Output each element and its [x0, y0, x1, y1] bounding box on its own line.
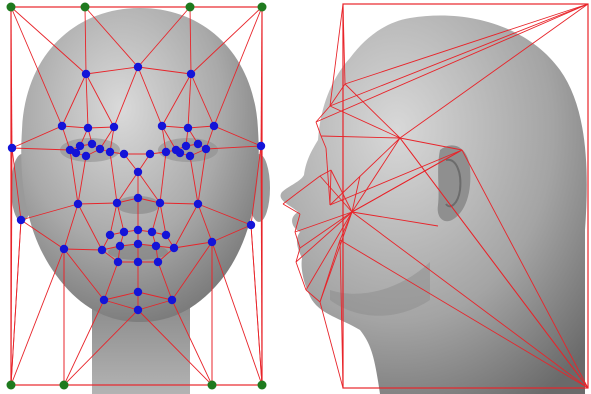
landmark-point: [134, 240, 142, 248]
landmark-point: [8, 144, 16, 152]
landmark-point: [194, 200, 202, 208]
corner-point: [81, 3, 90, 12]
landmark-point: [208, 238, 216, 246]
landmark-point: [158, 122, 166, 130]
landmark-point: [96, 145, 104, 153]
landmark-point: [110, 123, 118, 131]
landmark-point: [113, 199, 121, 207]
landmark-point: [184, 124, 192, 132]
landmark-point: [176, 149, 184, 157]
frontal-panel: [0, 0, 296, 394]
landmark-point: [146, 150, 154, 158]
landmark-point: [210, 122, 218, 130]
landmark-point: [114, 258, 122, 266]
landmark-point: [17, 216, 25, 224]
landmark-point: [182, 142, 190, 150]
landmark-point: [120, 228, 128, 236]
landmark-point: [134, 63, 142, 71]
landmark-point: [152, 242, 160, 250]
landmark-point: [156, 199, 164, 207]
landmark-point: [106, 231, 114, 239]
landmark-point: [162, 148, 170, 156]
landmark-point: [134, 306, 142, 314]
landmark-point: [106, 148, 114, 156]
landmark-point: [88, 140, 96, 148]
landmark-point: [162, 231, 170, 239]
landmark-point: [116, 242, 124, 250]
landmark-point: [58, 122, 66, 130]
corner-point: [186, 3, 195, 12]
landmark-point: [98, 246, 106, 254]
landmark-point: [134, 288, 142, 296]
corner-point: [258, 381, 267, 390]
corner-point: [258, 3, 267, 12]
landmark-point: [148, 228, 156, 236]
landmark-point: [120, 150, 128, 158]
landmark-point: [168, 296, 176, 304]
corner-point: [7, 3, 16, 12]
landmark-point: [84, 124, 92, 132]
landmark-point: [74, 200, 82, 208]
landmark-point: [187, 70, 195, 78]
landmark-point: [134, 226, 142, 234]
landmark-point: [186, 152, 194, 160]
landmark-point: [247, 221, 255, 229]
corner-point: [60, 381, 69, 390]
corner-point: [208, 381, 217, 390]
corner-point: [7, 381, 16, 390]
landmark-point: [60, 245, 68, 253]
landmark-point: [202, 145, 210, 153]
profile-panel: [281, 0, 591, 394]
landmark-point: [82, 70, 90, 78]
landmark-point: [154, 258, 162, 266]
landmark-point: [72, 149, 80, 157]
landmark-point: [134, 194, 142, 202]
landmark-point: [194, 140, 202, 148]
landmark-point: [100, 296, 108, 304]
landmark-point: [134, 258, 142, 266]
landmark-point: [170, 244, 178, 252]
landmark-point: [134, 168, 142, 176]
landmark-point: [257, 142, 265, 150]
landmark-point: [82, 152, 90, 160]
